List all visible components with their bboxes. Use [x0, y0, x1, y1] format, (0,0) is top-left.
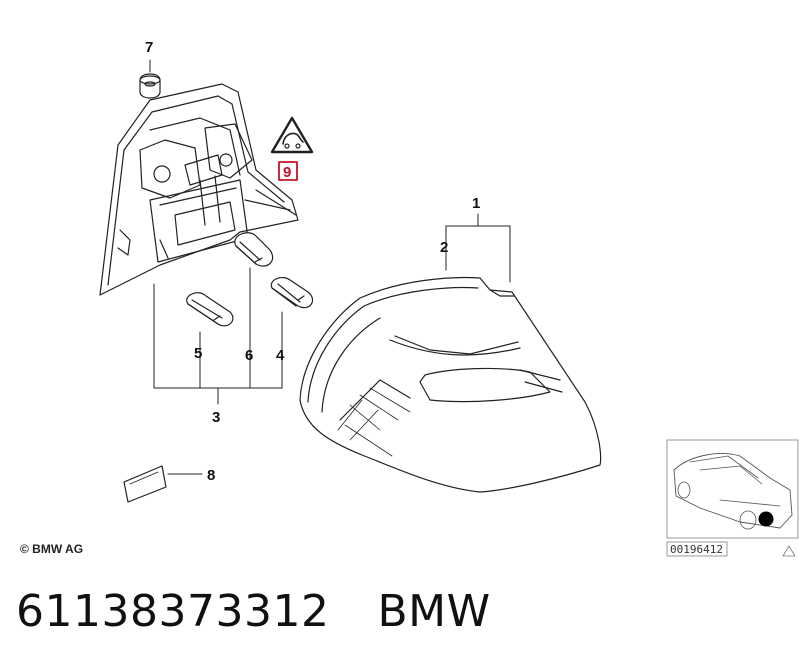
bulb	[270, 276, 313, 309]
callout-2: 2	[440, 239, 448, 256]
callout-6: 6	[245, 347, 253, 364]
callout-4: 4	[276, 347, 285, 364]
callout-5: 5	[194, 345, 202, 362]
part-number: 61138373312	[16, 586, 330, 637]
warning-triangle-icon	[270, 116, 314, 154]
leader-lines	[149, 59, 511, 475]
thumbnail-inset	[666, 439, 799, 557]
callout-8: 8	[207, 467, 215, 484]
callout-3: 3	[212, 409, 220, 426]
bulb	[186, 292, 234, 327]
grommet	[139, 73, 161, 99]
highlight-box	[278, 161, 298, 181]
copyright: © BMW AG	[20, 542, 83, 556]
callout-1: 1	[472, 195, 480, 212]
part-caption: 61138373312 BMW	[16, 586, 491, 637]
reference-code: 00196412	[670, 543, 723, 556]
bulb	[234, 232, 274, 267]
bulb-carrier	[99, 83, 299, 296]
callout-9: 9	[283, 164, 291, 181]
tail-light-assembly	[299, 276, 602, 493]
gasket	[123, 465, 167, 503]
location-dot-icon	[758, 511, 774, 527]
brand-name: BMW	[377, 586, 491, 637]
callout-7: 7	[145, 39, 153, 56]
